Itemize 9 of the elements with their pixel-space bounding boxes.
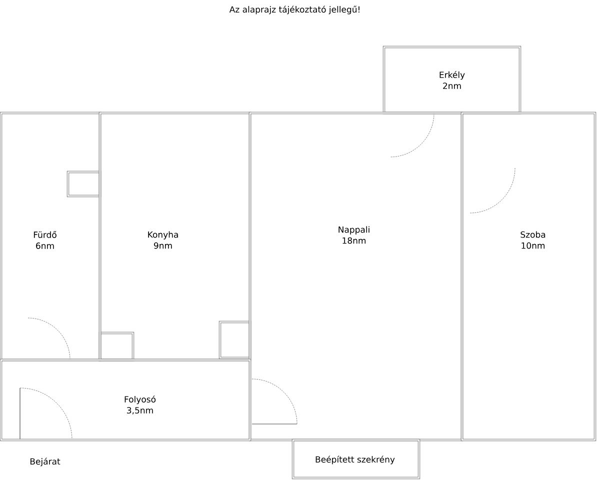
room-box: Folyosó 3,5nm <box>0 358 252 442</box>
room-box: Nappali 18nm <box>248 112 464 442</box>
room-box: Szoba 10nm <box>460 112 596 442</box>
entrance-label: Bejárat <box>30 458 60 466</box>
room-box: Fürdő 6nm <box>0 112 102 362</box>
room-box: Beépített szekrény <box>292 438 420 480</box>
room-box: Konyha 9nm <box>98 112 252 362</box>
room-box: Erkély 2nm <box>382 46 522 114</box>
title: Az alaprajz tájékoztató jellegű! <box>229 6 360 14</box>
